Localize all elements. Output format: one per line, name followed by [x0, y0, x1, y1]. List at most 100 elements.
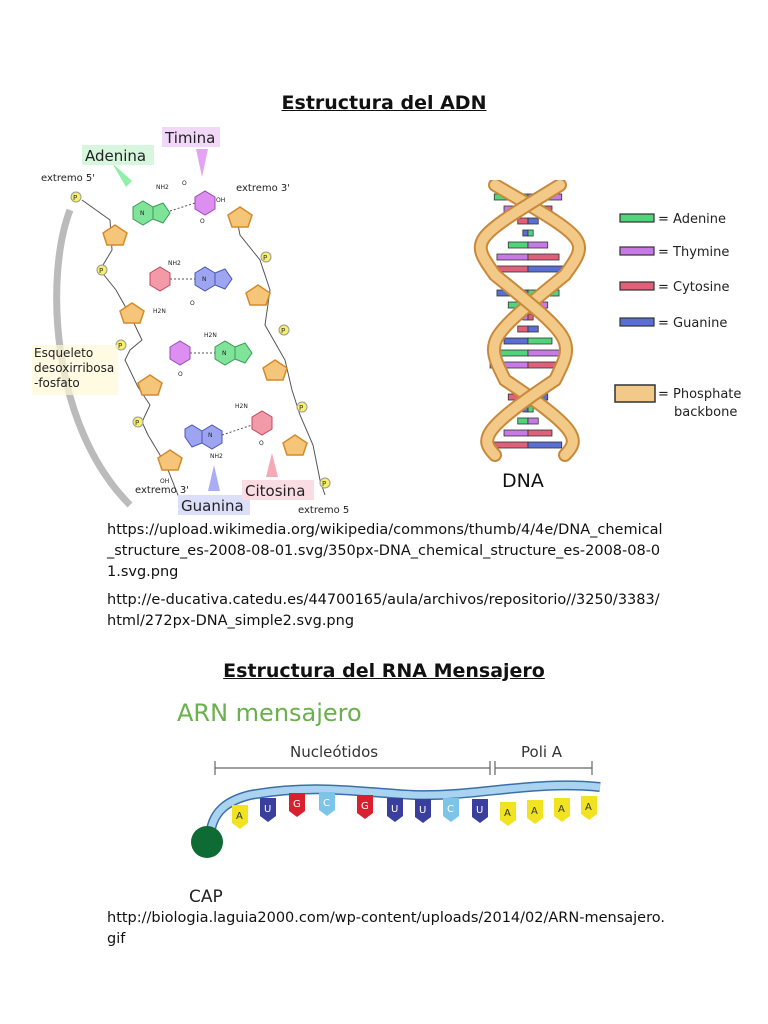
rna-base-letter: U [391, 804, 398, 815]
helix-base-pair-left [493, 441, 529, 449]
dna-title: DNA [502, 470, 544, 492]
guanine-ring-4b [201, 424, 223, 450]
guanina-label: Guanina [181, 497, 244, 515]
atom-label: NH2 [210, 453, 223, 460]
legend-label-thymine: = Thymine [658, 245, 729, 260]
esqueleto-label-2: desoxirribosa [34, 361, 114, 375]
esqueleto-label-bg [32, 345, 118, 395]
adenina-label: Adenina [85, 147, 146, 165]
cap-circle [191, 826, 223, 858]
rna-strand [206, 781, 601, 841]
cap-label: CAP [189, 887, 223, 907]
extremo-3-bottom-label: extremo 3' [135, 485, 189, 496]
rna-base-letter: G [293, 799, 301, 810]
helix-backbone-2-fill [475, 180, 572, 460]
rna-base-letter: U [476, 805, 483, 816]
legend-swatch-guanine [619, 317, 655, 327]
phosphate-7 [296, 401, 308, 413]
rna-base-u [415, 799, 431, 823]
helix-base-pair-right [527, 313, 534, 321]
phosphate-6 [278, 324, 290, 336]
atom-label: O [200, 218, 205, 225]
phosphate-label: P [135, 419, 139, 427]
helix-base-pair-left [503, 429, 529, 437]
phosphate-label: P [281, 327, 285, 335]
rna-base-a [581, 796, 597, 820]
rna-base-g [289, 793, 305, 817]
dna-helix-figure: = Adenine = Thymine = Cytosine = Guanine… [473, 180, 741, 492]
phosphate-label: P [73, 194, 77, 202]
source-url-adn-1[interactable]: https://upload.wikimedia.org/wikipedia/c… [107, 522, 663, 580]
thymine-ring-3 [169, 340, 191, 366]
legend-swatch-cytosine [619, 281, 655, 291]
helix-base-pair-right [527, 429, 553, 437]
rna-base-letter: A [504, 808, 511, 819]
esqueleto-label-3: -fosfato [34, 376, 80, 390]
sugar-5 [227, 206, 253, 228]
phosphate-label: P [263, 254, 267, 262]
esqueleto-label-1: Esqueleto [34, 346, 93, 360]
poli-a-label: Poli A [521, 743, 563, 761]
legend-swatch-adenine [619, 213, 655, 223]
phosphate-label: P [322, 480, 326, 488]
atom-label: N [222, 350, 227, 357]
atom-label: O [259, 440, 264, 447]
rna-base-letter: C [323, 798, 330, 809]
helix-base-pair-right [527, 349, 563, 357]
left-backbone-line [81, 199, 181, 501]
atom-label: NH2 [156, 184, 169, 191]
atom-label: NH2 [168, 260, 181, 267]
phosphate-label: P [99, 267, 103, 275]
phosphate-8 [319, 477, 331, 489]
adenine-ring-1b [152, 202, 171, 224]
helix-base-pair-right [527, 229, 534, 237]
atom-label: OH [216, 197, 225, 204]
rna-base-a [500, 802, 516, 826]
rna-base-letter: A [236, 811, 243, 822]
phosphate-2 [96, 264, 108, 276]
helix-backbone-1-fill [488, 180, 584, 460]
phosphate-1 [70, 191, 82, 203]
rna-base-a [527, 800, 543, 824]
helix-base-pair-left [503, 337, 529, 345]
helix-base-pair-left [517, 417, 529, 425]
timina-label-bg [162, 127, 220, 147]
helix-base-pair-left [507, 241, 529, 249]
rna-base-letter: G [361, 801, 369, 812]
phosphate-5 [260, 251, 272, 263]
rna-base-letter: C [447, 804, 454, 815]
helix-base-pair-left [517, 325, 529, 333]
legend-label-cytosine: = Cytosine [658, 280, 729, 295]
source-url-adn-2[interactable]: http://e-ducativa.catedu.es/44700165/aul… [107, 592, 660, 629]
atom-label: O [182, 180, 187, 187]
rna-base-letter: U [419, 805, 426, 816]
cytosine-ring-4 [251, 410, 273, 436]
source-url-rna[interactable]: http://biologia.laguia2000.com/wp-conten… [107, 910, 665, 947]
adenine-ring-3b [234, 342, 253, 364]
helix-base-pair-right [527, 337, 553, 345]
citosina-label: Citosina [245, 482, 305, 500]
rna-base-a [554, 798, 570, 822]
heading-rna: Estructura del RNA Mensajero [223, 660, 545, 682]
atom-label: N [208, 432, 213, 439]
rna-base-letter: A [585, 802, 592, 813]
extremo-5-bottom-label: extremo 5 [298, 505, 349, 516]
rna-base-u [387, 798, 403, 822]
extremo-3-top-label: extremo 3' [236, 183, 290, 194]
sugar-4 [157, 449, 183, 471]
legend-label-backbone: backbone [674, 405, 737, 420]
sugar-3 [137, 374, 163, 396]
right-backbone-line [234, 209, 326, 496]
legend-label-adenine: = Adenine [658, 212, 726, 227]
helix-base-pair-right [527, 241, 549, 249]
rna-base-g [357, 795, 373, 819]
helix-base-pair-right [527, 417, 539, 425]
sugar-1 [102, 224, 128, 246]
guanina-label-bg [178, 495, 250, 515]
rna-base-c [319, 792, 335, 816]
helix-base-pair-left [522, 229, 529, 237]
thymine-ring-1 [194, 190, 216, 216]
legend-label-guanine: = Guanine [658, 316, 727, 331]
